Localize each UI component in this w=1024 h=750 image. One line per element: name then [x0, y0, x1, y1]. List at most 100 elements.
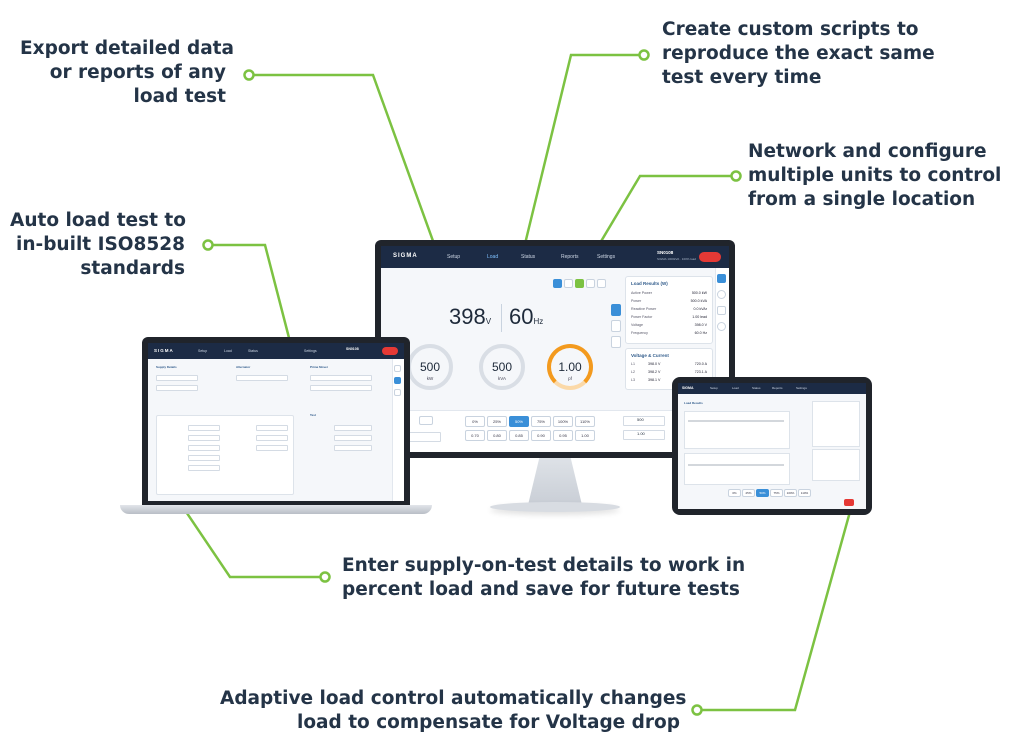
tab-load[interactable]: Load — [732, 386, 739, 390]
laptop-screen: SIGMA Setup Load Status Settings SN0108 … — [148, 343, 404, 501]
percent-button[interactable]: 25% — [742, 489, 755, 497]
rail-icon[interactable] — [394, 377, 401, 384]
pf-button[interactable]: 0.85 — [509, 430, 529, 441]
alarm-button[interactable] — [382, 347, 398, 355]
connector-dot — [319, 571, 331, 583]
form-field[interactable] — [188, 445, 220, 451]
rail-settings-icon[interactable] — [717, 322, 726, 331]
percent-button[interactable]: 0% — [465, 416, 485, 427]
pf-stepper-value: 1.00 — [637, 431, 645, 436]
form-field[interactable] — [188, 455, 220, 461]
section-supply: Supply Details — [156, 365, 177, 369]
rail-icon[interactable] — [394, 389, 401, 396]
load-stepper[interactable] — [623, 416, 665, 426]
side-mode-button[interactable] — [611, 304, 621, 316]
form-field[interactable] — [334, 445, 372, 451]
network-icon[interactable] — [575, 279, 584, 288]
stop-button[interactable] — [844, 499, 854, 506]
pf-button[interactable]: 0.95 — [553, 430, 573, 441]
grid-icon[interactable] — [597, 279, 606, 288]
tab-status[interactable]: Status — [752, 386, 761, 390]
section-test: Test — [310, 413, 316, 417]
percent-button[interactable]: 75% — [770, 489, 783, 497]
result-value: 500.0 kVA — [690, 299, 707, 303]
supply-field[interactable] — [156, 375, 198, 381]
pf-stepper[interactable] — [623, 430, 665, 440]
tab-status[interactable]: Status — [248, 349, 258, 353]
side-mode-button[interactable] — [611, 336, 621, 348]
percent-button[interactable]: 75% — [531, 416, 551, 427]
pf-button[interactable]: 0.70 — [465, 430, 485, 441]
callout-line: Enter supply-on-test details to work in — [342, 555, 746, 576]
gauge-value: 500 — [419, 360, 441, 374]
frequency-readout: 60Hz — [509, 304, 543, 330]
form-field[interactable] — [256, 425, 288, 431]
tab-reports[interactable]: Reports — [772, 386, 783, 390]
tab-settings[interactable]: Settings — [304, 349, 317, 353]
laptop-nav: SIGMA Setup Load Status Settings SN0108 — [148, 343, 404, 359]
form-field[interactable] — [188, 435, 220, 441]
prime-mover-field[interactable] — [310, 385, 372, 391]
tab-setup[interactable]: Setup — [447, 254, 461, 260]
form-field[interactable] — [188, 465, 220, 471]
callout-line: standards — [80, 258, 185, 279]
tab-status[interactable]: Status — [521, 254, 536, 260]
tab-setup[interactable]: Setup — [198, 349, 208, 353]
form-field[interactable] — [256, 445, 288, 451]
unit-id[interactable]: SN0108 — [346, 347, 359, 351]
form-field[interactable] — [256, 435, 288, 441]
result-value: 500.0 kW — [691, 291, 707, 295]
callout-line: Network and configure — [748, 141, 987, 162]
view-toggle-icon[interactable] — [564, 279, 573, 288]
callout-line: or reports of any — [49, 62, 226, 83]
connector-dot — [730, 170, 742, 182]
form-field[interactable] — [334, 435, 372, 441]
percent-button[interactable]: 50% — [509, 416, 529, 427]
callout-line: Auto load test to — [10, 210, 186, 231]
tab-load[interactable]: Load — [487, 254, 499, 260]
percent-button[interactable]: 0% — [728, 489, 741, 497]
gauge-label: kW — [426, 376, 434, 381]
unit-id[interactable]: SN0108 — [657, 250, 674, 255]
tab-settings[interactable]: Settings — [597, 254, 616, 260]
tab-settings[interactable]: Settings — [796, 386, 807, 390]
script-icon[interactable] — [586, 279, 595, 288]
rail-icon[interactable] — [394, 365, 401, 372]
percent-button[interactable]: 100% — [784, 489, 797, 497]
panel-title: Voltage & Current — [631, 353, 669, 358]
pf-button[interactable]: 0.90 — [531, 430, 551, 441]
callout-network: Network and configure multiple units to … — [748, 140, 1001, 212]
form-field[interactable] — [188, 425, 220, 431]
gauge-value: 500 — [491, 360, 513, 374]
callout-line: Export detailed data — [20, 38, 235, 59]
rail-lock-icon[interactable] — [717, 306, 726, 315]
tab-reports[interactable]: Reports — [561, 254, 579, 260]
add-step-icon[interactable] — [419, 416, 433, 425]
rail-home-icon[interactable] — [717, 274, 726, 283]
monitor-stand — [528, 455, 582, 505]
callout-line: reproduce the exact same — [662, 43, 935, 64]
voltage-readout: 398V — [449, 304, 491, 330]
connector-dot — [691, 704, 703, 716]
alternator-field[interactable] — [236, 375, 288, 381]
percent-button[interactable]: 110% — [798, 489, 811, 497]
view-toggle-icon[interactable] — [553, 279, 562, 288]
callout-line: in-built ISO8528 — [16, 234, 185, 255]
side-mode-button[interactable] — [611, 320, 621, 332]
rail-power-icon[interactable] — [717, 290, 726, 299]
percent-button[interactable]: 25% — [487, 416, 507, 427]
tab-load[interactable]: Load — [224, 349, 232, 353]
pf-button[interactable]: 0.80 — [487, 430, 507, 441]
percent-button[interactable]: 100% — [553, 416, 573, 427]
percent-button[interactable]: 110% — [575, 416, 595, 427]
callout-line: percent load and save for future tests — [342, 579, 740, 600]
result-label: Frequency — [631, 331, 648, 335]
percent-button[interactable]: 50% — [756, 489, 769, 497]
alarm-button[interactable] — [699, 252, 721, 262]
form-field[interactable] — [334, 425, 372, 431]
supply-field[interactable] — [156, 385, 198, 391]
prime-mover-field[interactable] — [310, 375, 372, 381]
pf-button[interactable]: 1.00 — [575, 430, 595, 441]
chart-line-2 — [688, 464, 784, 466]
tab-setup[interactable]: Setup — [710, 386, 718, 390]
